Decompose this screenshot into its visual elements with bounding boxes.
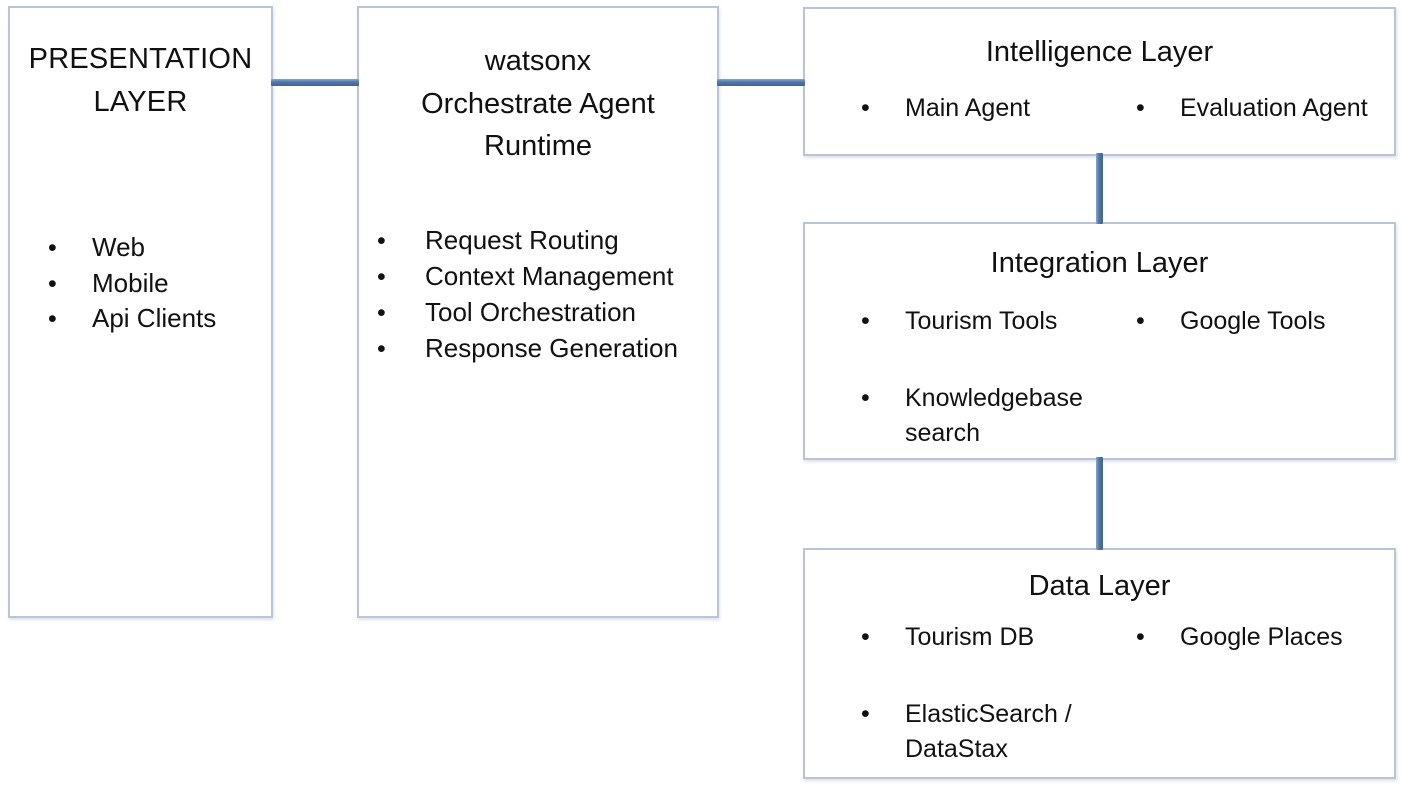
list-item: Google Places bbox=[1136, 620, 1343, 655]
list-item: Evaluation Agent bbox=[1136, 91, 1368, 126]
list-item: Api Clients bbox=[48, 301, 216, 337]
list-item: Mobile bbox=[48, 266, 216, 302]
list-item-label: ElasticSearch / DataStax bbox=[905, 700, 1072, 763]
list-item: Response Generation bbox=[377, 330, 678, 366]
list-item: Main Agent bbox=[861, 91, 1136, 126]
list-item: Request Routing bbox=[377, 222, 678, 258]
intelligence-layer-box: Intelligence Layer Main Agent Evaluation… bbox=[803, 7, 1396, 156]
orchestrate-runtime-title: watsonx Orchestrate Agent Runtime bbox=[421, 45, 655, 163]
bullet-icon bbox=[1136, 91, 1180, 126]
bullet-icon bbox=[377, 301, 425, 326]
list-item-label: Main Agent bbox=[905, 94, 1031, 122]
bullet-icon bbox=[861, 697, 905, 732]
list-item: Knowledgebase search bbox=[861, 381, 1136, 451]
list-item-label: Api Clients bbox=[92, 303, 217, 334]
list-item-label: Tourism Tools bbox=[905, 307, 1058, 335]
list-item: Web bbox=[48, 230, 216, 266]
bullet-icon bbox=[861, 620, 905, 655]
bullet-icon bbox=[377, 265, 425, 290]
list-item-label: Response Generation bbox=[425, 333, 678, 364]
bullet-icon bbox=[48, 307, 92, 332]
connector-integration-to-data bbox=[1096, 457, 1103, 550]
list-item: Tool Orchestration bbox=[377, 294, 678, 330]
presentation-layer-box: PRESENTATION LAYER Web Mobile Api Client… bbox=[8, 6, 273, 618]
bullet-icon bbox=[861, 91, 905, 126]
list-item-label: Google Tools bbox=[1180, 307, 1326, 335]
list-item-label: Tourism DB bbox=[905, 623, 1035, 651]
list-item: Tourism Tools bbox=[861, 304, 1136, 339]
bullet-icon bbox=[1136, 620, 1180, 655]
list-item-label: Evaluation Agent bbox=[1180, 94, 1368, 122]
connector-runtime-to-intelligence bbox=[717, 79, 805, 86]
bullet-icon bbox=[861, 381, 905, 416]
data-layer-box: Data Layer Tourism DB Google Places Elas… bbox=[803, 548, 1396, 779]
list-item-label: Tool Orchestration bbox=[425, 297, 636, 328]
intelligence-layer-title: Intelligence Layer bbox=[985, 36, 1214, 68]
list-item: Google Tools bbox=[1136, 304, 1325, 339]
bullet-icon bbox=[48, 236, 92, 261]
list-item-label: Context Management bbox=[425, 261, 674, 292]
connector-intelligence-to-integration bbox=[1096, 153, 1103, 224]
bullet-icon bbox=[861, 304, 905, 339]
list-item: ElasticSearch / DataStax bbox=[861, 697, 1136, 767]
list-item: Tourism DB bbox=[861, 620, 1136, 655]
integration-layer-list: Tourism Tools Google Tools Knowledgebase… bbox=[861, 304, 1325, 451]
bullet-icon bbox=[1136, 304, 1180, 339]
orchestrate-runtime-list: Request Routing Context Management Tool … bbox=[377, 222, 678, 367]
list-item-label: Mobile bbox=[92, 267, 169, 298]
presentation-layer-title: PRESENTATION LAYER bbox=[28, 43, 253, 118]
list-item-label: Google Places bbox=[1180, 623, 1343, 651]
intelligence-layer-list: Main Agent Evaluation Agent bbox=[861, 91, 1368, 126]
list-item-label: Request Routing bbox=[425, 225, 619, 255]
integration-layer-box: Integration Layer Tourism Tools Google T… bbox=[803, 222, 1396, 460]
bullet-icon bbox=[377, 337, 425, 362]
orchestrate-runtime-box: watsonx Orchestrate Agent Runtime Reques… bbox=[357, 6, 719, 618]
data-layer-title: Data Layer bbox=[1028, 570, 1171, 602]
list-item: Context Management bbox=[377, 258, 678, 294]
presentation-layer-list: Web Mobile Api Clients bbox=[48, 230, 216, 337]
bullet-icon bbox=[377, 229, 425, 254]
data-layer-list: Tourism DB Google Places ElasticSearch /… bbox=[861, 620, 1343, 767]
bullet-icon bbox=[48, 272, 92, 297]
list-item-label: Web bbox=[92, 232, 145, 262]
connector-presentation-to-runtime bbox=[271, 79, 359, 86]
list-item-label: Knowledgebase search bbox=[905, 384, 1083, 447]
integration-layer-title: Integration Layer bbox=[990, 247, 1209, 279]
